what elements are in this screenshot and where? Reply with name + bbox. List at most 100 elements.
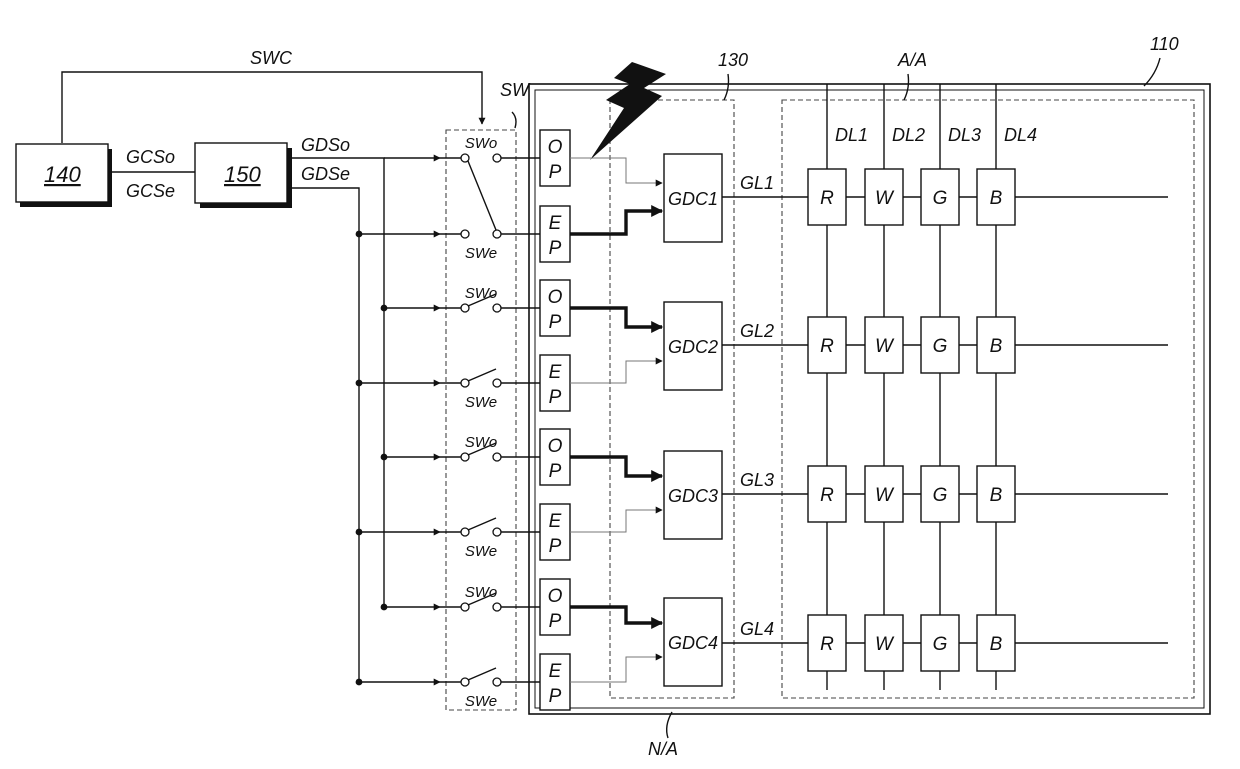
gdc-label-3: GDC3 — [668, 486, 718, 506]
data-line-label-2: DL2 — [892, 125, 925, 145]
subpixel-label-3-1: R — [820, 485, 834, 506]
ref-130-label: 130 — [718, 50, 748, 70]
switch-terminal-out-even-4 — [493, 678, 501, 686]
switch-blade-even-2 — [468, 369, 496, 381]
na-label: N/A — [648, 739, 678, 759]
pad-letter-odd-3: O — [548, 436, 563, 457]
gdse-label: GDSe — [301, 164, 350, 184]
pad-p-letter-odd-2: P — [549, 312, 562, 333]
pad-letter-even-4: E — [549, 661, 562, 682]
switch-label-even-2: SWe — [465, 394, 497, 411]
gdse-bus — [287, 188, 359, 682]
switch-terminal-in-odd-2 — [461, 304, 469, 312]
data-line-label-4: DL4 — [1004, 125, 1037, 145]
switch-label-odd-1: SWo — [465, 135, 498, 152]
subpixel-label-4-2: W — [875, 634, 895, 655]
lightning-icon — [590, 62, 666, 160]
switch-terminal-in-even-4 — [461, 678, 469, 686]
subpixel-label-1-4: B — [990, 188, 1003, 209]
subpixel-label-4-3: G — [933, 634, 948, 655]
switch-blade-even-3 — [468, 518, 496, 530]
subpixel-label-2-1: R — [820, 336, 834, 357]
swc-label: SWC — [250, 48, 293, 68]
switch-terminal-in-even-3 — [461, 528, 469, 536]
gcso-label: GCSo — [126, 147, 175, 167]
switch-terminal-out-odd-2 — [493, 304, 501, 312]
switch-terminal-out-odd-4 — [493, 603, 501, 611]
pad-p-letter-odd-3: P — [549, 461, 562, 482]
switch-terminal-in-even-2 — [461, 379, 469, 387]
data-line-label-1: DL1 — [835, 125, 868, 145]
pad-p-letter-even-3: P — [549, 536, 562, 557]
gdc-odd-drive-4 — [570, 607, 662, 623]
gate-line-label-4: GL4 — [740, 619, 774, 639]
aa-label: A/A — [897, 50, 927, 70]
pad-p-letter-even-4: P — [549, 686, 562, 707]
pad-letter-odd-1: O — [548, 137, 563, 158]
switch-terminal-out-even-1 — [493, 230, 501, 238]
subpixel-label-3-2: W — [875, 485, 895, 506]
ref-110-leader — [1144, 58, 1160, 86]
gdc-even-drive-1 — [570, 211, 662, 234]
sw-label: SW — [500, 80, 531, 100]
subpixel-label-2-3: G — [933, 336, 948, 357]
switch-terminal-in-odd-4 — [461, 603, 469, 611]
pad-p-letter-odd-1: P — [549, 162, 562, 183]
block-140-label: 140 — [44, 162, 81, 187]
switch-block — [446, 130, 516, 710]
subpixel-label-1-3: G — [933, 188, 948, 209]
gate-driver-circuits: GDC1GDC2GDC3GDC4 — [570, 154, 722, 686]
switch-terminal-in-even-1 — [461, 230, 469, 238]
ref-130-leader — [724, 74, 729, 100]
switch-terminal-in-odd-3 — [461, 453, 469, 461]
subpixel-label-3-3: G — [933, 485, 948, 506]
gdc-label-2: GDC2 — [668, 337, 718, 357]
switch-blade-crossed-odd-1 — [468, 161, 496, 230]
pad-letter-even-3: E — [549, 511, 562, 532]
gate-line-label-3: GL3 — [740, 470, 774, 490]
subpixel-label-2-4: B — [990, 336, 1003, 357]
gdc-odd-signal-1 — [570, 158, 662, 183]
swc-line — [62, 72, 482, 143]
pad-p-letter-even-2: P — [549, 387, 562, 408]
switch-label-odd-3: SWo — [465, 434, 498, 451]
data-line-label-3: DL3 — [948, 125, 981, 145]
pixel-array: DL1DL2DL3DL4GL1RWGBGL2RWGBGL3RWGBGL4RWGB — [722, 84, 1168, 690]
subpixel-label-2-2: W — [875, 336, 895, 357]
pad-letter-odd-2: O — [548, 287, 563, 308]
switch-terminal-in-odd-1 — [461, 154, 469, 162]
sw-leader — [512, 112, 516, 128]
switch-label-even-3: SWe — [465, 543, 497, 560]
switch-label-even-4: SWe — [465, 693, 497, 710]
switch-label-even-1: SWe — [465, 245, 497, 262]
gdc-label-4: GDC4 — [668, 633, 718, 653]
pad-letter-even-2: E — [549, 362, 562, 383]
switch-terminal-out-even-2 — [493, 379, 501, 387]
gdc-even-signal-3 — [570, 510, 662, 532]
gdc-even-signal-2 — [570, 361, 662, 383]
switch-terminal-out-odd-1 — [493, 154, 501, 162]
switch-rows: SWoOPSWeEPSWoOPSWeEPSWoOPSWeEPSWoOPSWeEP — [356, 130, 570, 710]
switch-label-odd-2: SWo — [465, 285, 498, 302]
pad-letter-odd-4: O — [548, 586, 563, 607]
aa-leader — [904, 74, 909, 100]
switch-blade-even-4 — [468, 668, 496, 680]
subpixel-label-3-4: B — [990, 485, 1003, 506]
pad-p-letter-odd-4: P — [549, 611, 562, 632]
switch-terminal-out-odd-3 — [493, 453, 501, 461]
block-150-label: 150 — [224, 162, 261, 187]
subpixel-label-1-1: R — [820, 188, 834, 209]
gdc-label-1: GDC1 — [668, 189, 718, 209]
switch-label-odd-4: SWo — [465, 584, 498, 601]
subpixel-label-1-2: W — [875, 188, 895, 209]
ref-110-label: 110 — [1150, 34, 1179, 54]
subpixel-label-4-4: B — [990, 634, 1003, 655]
gdc-odd-drive-3 — [570, 457, 662, 476]
pad-p-letter-even-1: P — [549, 238, 562, 259]
gate-line-label-2: GL2 — [740, 321, 774, 341]
gdso-label: GDSo — [301, 135, 350, 155]
na-leader — [667, 712, 672, 738]
gcse-label: GCSe — [126, 181, 175, 201]
gdc-even-signal-4 — [570, 657, 662, 682]
